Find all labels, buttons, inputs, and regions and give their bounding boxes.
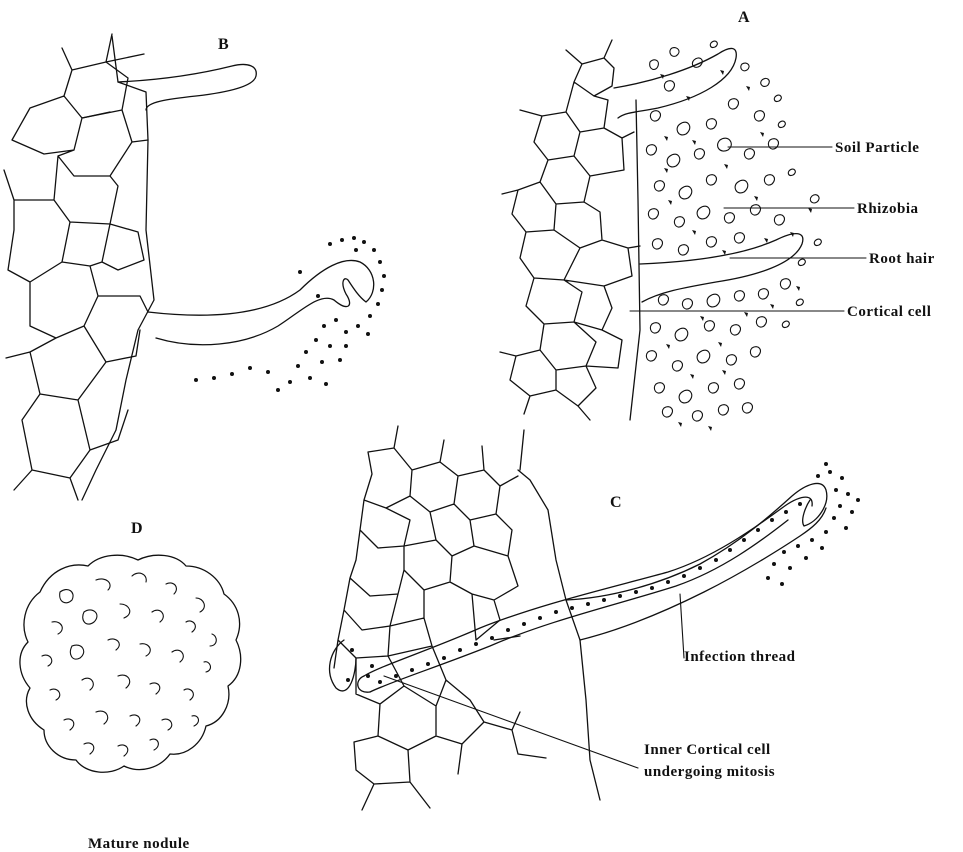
panel-a: A Soil Particle Rhizobia Root hair Corti… [500,9,935,431]
label-inner-cortical-line2: undergoing mitosis [644,764,775,780]
panel-label-c: C [610,494,622,511]
leader-inner-cortical-cell [384,676,638,768]
panel-c-cortical-cells [330,426,600,810]
panel-b: B [4,34,386,500]
label-inner-cortical-line1: Inner Cortical cell [644,742,771,758]
label-root-hair: Root hair [869,251,935,267]
root-hair-b-curled [148,260,374,344]
panel-label-d: D [131,520,143,537]
label-infection-thread: Infection thread [684,649,796,665]
root-hair-b-upper [118,64,256,110]
label-cortical-cell: Cortical cell [847,304,931,320]
mature-nodule-outline [20,555,241,772]
infection-thread-tip [358,676,370,692]
panel-c: C Infection thread Inner Cortical cell u… [330,426,860,810]
infection-thread-outer [566,483,827,640]
panel-label-a: A [738,9,750,26]
rhizobia-dots-c [766,462,860,586]
panel-b-cortical-cells [4,34,154,500]
panel-a-cortical-cells [500,40,640,420]
panel-d: D Mature nodule [20,520,241,852]
label-soil-particle: Soil Particle [835,140,919,156]
soil-particles [646,41,821,431]
root-hair-a-upper [614,48,736,118]
mature-nodule-texture [42,573,216,756]
panel-a-leader-lines [630,147,866,311]
root-hair-a-lower [640,234,803,302]
label-mature-nodule: Mature nodule [88,836,190,852]
panel-label-b: B [218,36,229,53]
label-rhizobia: Rhizobia [857,201,919,217]
